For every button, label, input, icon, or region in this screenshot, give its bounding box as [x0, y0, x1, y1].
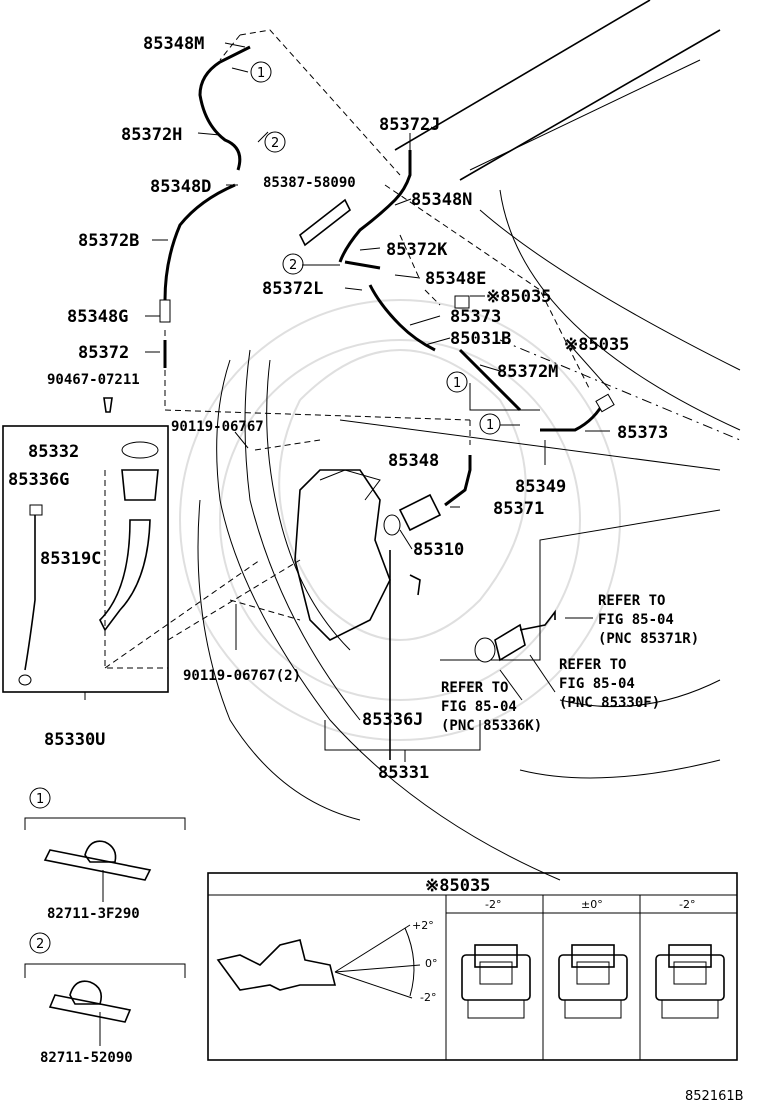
part-label: 85348: [388, 451, 439, 471]
column-angle: -2°: [485, 898, 501, 911]
figure-id: 852161B: [685, 1089, 744, 1104]
column-angle: -2°: [679, 898, 695, 911]
refer-line: FIG 85-04: [598, 612, 674, 628]
legend-part: 82711-3F290: [47, 906, 140, 922]
part-label: 85310: [413, 540, 464, 560]
vehicle-body: [197, 0, 741, 881]
hose-assembly-right: [298, 150, 615, 432]
circle-marker: 1: [453, 376, 461, 391]
reservoir-parts: [18, 441, 159, 686]
part-label: ※85035: [564, 335, 629, 355]
circle-markers: 1 2 1 1 2: [250, 61, 501, 435]
part-label: 85372J: [379, 115, 440, 135]
hose-assembly-left: [103, 45, 251, 413]
part-label: 85373: [450, 307, 501, 327]
column-angle: ±0°: [581, 898, 603, 911]
nozzle-view: [461, 944, 531, 1019]
part-label: 90119-06767(2): [183, 668, 301, 684]
part-label: 85332: [28, 442, 79, 462]
refer-notes: REFER TO FIG 85-04 (PNC 85371R) REFER TO…: [441, 593, 699, 734]
rear-pump: [474, 609, 556, 663]
part-label: 85031B: [450, 329, 511, 349]
part-label: ※85035: [486, 287, 551, 307]
angle-label: -2°: [420, 991, 436, 1004]
refer-line: (PNC 85330F): [559, 695, 660, 711]
refer-line: REFER TO: [559, 657, 626, 673]
part-label: 90467-07211: [47, 372, 140, 388]
legend-marker: 1: [36, 792, 44, 807]
part-labels: 85348M 85372H 85348D 85372B 85348G 85372…: [8, 34, 668, 783]
part-label: 90119-06767: [171, 419, 264, 435]
circle-marker: 2: [289, 258, 297, 273]
part-label: 85372K: [386, 240, 448, 260]
dashed-guides: [104, 29, 741, 669]
part-label: 85348G: [67, 307, 128, 327]
refer-line: FIG 85-04: [559, 676, 635, 692]
part-label: 85348E: [425, 269, 486, 289]
refer-line: FIG 85-04: [441, 699, 517, 715]
part-label: 85372M: [497, 362, 558, 382]
refer-line: REFER TO: [441, 680, 508, 696]
nozzle-view: [655, 944, 725, 1019]
refer-line: REFER TO: [598, 593, 665, 609]
angle-label: +2°: [412, 919, 434, 932]
legend-marker: 2: [36, 937, 44, 952]
part-label: 85372: [78, 343, 129, 363]
part-label: 85348N: [411, 190, 472, 210]
circle-marker: 1: [257, 66, 265, 81]
nozzle-view: [558, 944, 628, 1019]
angle-label: 0°: [425, 957, 438, 970]
inset-title: ※85035: [425, 876, 490, 896]
part-label: 85372H: [121, 125, 182, 145]
circle-marker: 1: [486, 418, 494, 433]
watermark: [179, 299, 621, 741]
part-label: 85348D: [150, 177, 211, 197]
part-label: 85372L: [262, 279, 323, 299]
part-label: 85373: [617, 423, 668, 443]
circle-marker: 2: [271, 136, 279, 151]
part-label: 85319C: [40, 549, 101, 569]
part-label: 85336G: [8, 470, 69, 490]
part-label: 85331: [378, 763, 429, 783]
washer-tank: [294, 455, 472, 760]
part-label: 85387-58090: [263, 175, 356, 191]
nozzle-angle-inset: ※85035 -2° ±0° -2° +2° 0° -2°: [207, 872, 738, 1061]
part-label: 85372B: [78, 231, 139, 251]
part-label: 85336J: [362, 710, 423, 730]
part-label: 85330U: [44, 730, 105, 750]
part-label: 85371: [493, 499, 544, 519]
part-label: 85349: [515, 477, 566, 497]
reservoir-kit-box: [2, 425, 169, 693]
refer-line: (PNC 85371R): [598, 631, 699, 647]
clamp-legend: 1 82711-3F290 2 82711-52090: [24, 787, 186, 1066]
legend-part: 82711-52090: [40, 1050, 133, 1066]
part-label: 85348M: [143, 34, 204, 54]
refer-line: (PNC 85336K): [441, 718, 542, 734]
